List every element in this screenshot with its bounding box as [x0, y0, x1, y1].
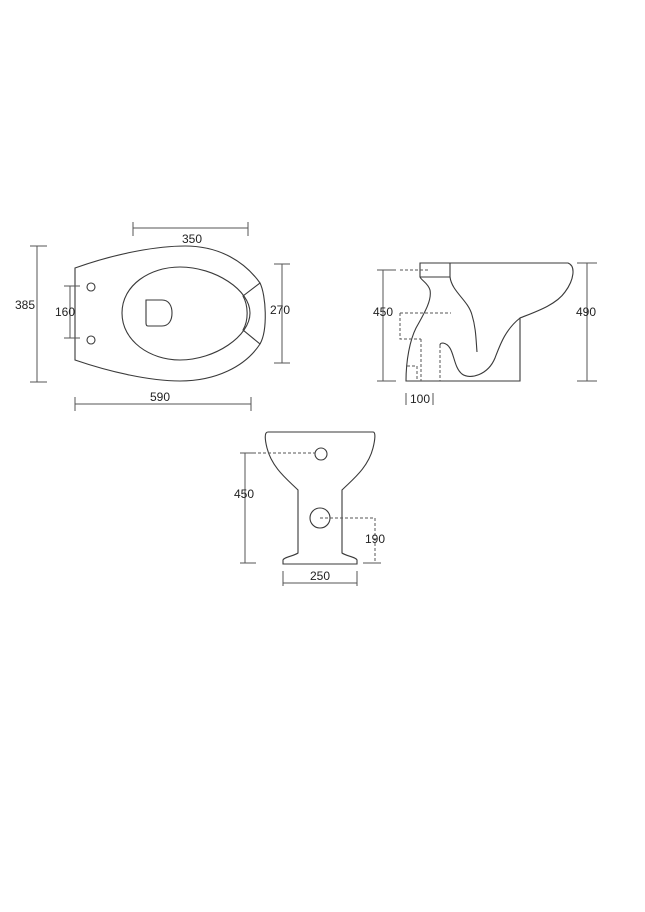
hinge-hole: [86, 335, 96, 345]
dim-length: 590: [74, 390, 252, 411]
seat-outline: [74, 245, 261, 382]
inlet-hole: [314, 447, 328, 461]
dim-label: 450: [234, 487, 254, 501]
dim-hinge-spacing: 160: [55, 285, 80, 339]
dim-label: 385: [15, 298, 35, 312]
dim-base-width: 250: [282, 569, 358, 586]
dim-outlet-offset: 100: [405, 392, 434, 406]
top-view: 350 385 160 270 590: [15, 222, 290, 411]
dim-label: 190: [365, 532, 385, 546]
dim-label: 490: [576, 305, 596, 319]
tank-joint: [420, 263, 451, 278]
dim-total-width: 385: [15, 245, 47, 383]
dim-label: 350: [182, 232, 202, 246]
bowl-opening: [121, 266, 251, 361]
dim-front-width: 270: [270, 263, 290, 364]
flush-outlet: [145, 299, 173, 327]
dim-label: 270: [270, 303, 290, 317]
dim-label: 160: [55, 305, 75, 319]
trap-curve: [439, 317, 521, 377]
dim-inlet-height: 190: [363, 532, 385, 564]
hinge-hole: [86, 282, 96, 292]
dim-label: 100: [410, 392, 430, 406]
trap-inner: [449, 276, 478, 353]
dim-label: 250: [310, 569, 330, 583]
dim-outlet-height: 450: [373, 269, 396, 382]
outlet-dashes: [399, 269, 451, 381]
rear-view: 450 190 250: [234, 431, 385, 586]
side-view: 450 490 100: [373, 262, 597, 406]
side-outline: [405, 262, 574, 382]
rear-dashes: [258, 452, 376, 563]
dim-label: 450: [373, 305, 393, 319]
dim-seat-width: 350: [132, 222, 249, 246]
seat-notch: [259, 282, 266, 345]
dim-label: 590: [150, 390, 170, 404]
rear-outline: [264, 431, 376, 565]
dim-rear-outlet-height: 450: [234, 452, 256, 564]
dim-total-height: 490: [576, 262, 597, 382]
